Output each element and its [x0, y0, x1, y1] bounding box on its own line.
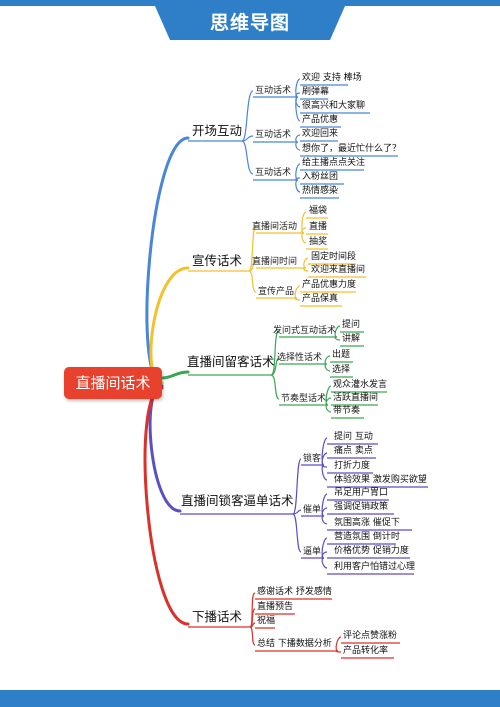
leaf-node: 想你了，最近忙什么了？ — [302, 144, 402, 154]
leaf-node: 讲解 — [342, 334, 361, 344]
sub-opening-1: 互动话术 — [255, 86, 292, 96]
leaf-node: 强调促销政策 — [334, 502, 389, 512]
leaf-node: 欢迎回来 — [302, 129, 339, 139]
leaf-node: 出题 — [332, 350, 351, 360]
sub-lock-2: 催单 — [303, 505, 322, 515]
leaf-node: 提问 — [342, 320, 361, 330]
leaf-node: 固定时间段 — [311, 252, 357, 262]
sub-lock-3: 逼单 — [303, 547, 322, 557]
leaf-node: 利用客户怕错过心理 — [334, 562, 416, 572]
branch-line-promo — [149, 266, 190, 385]
sub-offline-1: 感谢话术 抒发感情 — [257, 587, 332, 597]
branch-line-lock — [148, 384, 182, 513]
branch-lock: 直播间锁客逼单话术 — [181, 493, 294, 508]
leaf-node: 观众灌水发言 — [333, 380, 388, 390]
leaf-node: 选择 — [332, 365, 351, 375]
leaf-node: 吊足用户胃口 — [334, 488, 389, 498]
leaf-node: 产品优惠 — [302, 115, 339, 125]
leaf-node: 氛围高涨 催促下 — [334, 518, 400, 528]
leaf-node: 价格优势 促销力度 — [334, 546, 409, 556]
leaf-node: 直播 — [309, 222, 328, 232]
branch-retain: 直播间留客话术 — [187, 354, 275, 369]
branch-opening: 开场互动 — [192, 123, 243, 138]
leaf-node: 欢迎来直播间 — [311, 265, 366, 275]
leaf-node: 欢迎 支持 棒场 — [302, 73, 362, 83]
leaf-node: 给主播点点关注 — [302, 158, 366, 168]
branch-line-offline — [143, 386, 190, 626]
sub-offline-2: 直播预告 — [257, 602, 294, 612]
sub-offline-4: 总结 下播数据分析 — [257, 639, 332, 649]
leaf-node: 抽奖 — [309, 237, 328, 247]
leaf-node: 打折力度 — [334, 461, 371, 471]
sub-promo-3: 宣传产品 — [258, 287, 295, 297]
leaf-node: 产品优惠力度 — [302, 280, 357, 290]
leaf-node: 评论点赞涨粉 — [343, 631, 398, 641]
branch-offline: 下播话术 — [192, 609, 243, 624]
leaf-node: 入粉丝团 — [302, 172, 339, 182]
root-node: 直播间话术 — [64, 367, 162, 399]
sub-opening-3: 互动话术 — [255, 168, 292, 178]
leaf-node: 很高兴和大家聊 — [302, 101, 366, 111]
leaf-node: 提问 互动 — [334, 432, 373, 442]
sub-opening-2: 互动话术 — [255, 130, 292, 140]
leaf-node: 痛点 卖点 — [334, 446, 373, 456]
sub-retain-1: 发问式互动话术 — [273, 326, 337, 336]
sub-promo-2: 直播间时间 — [252, 257, 298, 267]
leaf-node: 带节奏 — [333, 406, 361, 416]
leaf-node: 产品保真 — [302, 294, 339, 304]
sub-promo-1: 直播间活动 — [252, 222, 298, 232]
sub-retain-2: 选择性话术 — [277, 353, 323, 363]
branch-line-opening — [145, 136, 190, 385]
sub-retain-3: 节奏型话术 — [281, 394, 327, 404]
leaf-node: 活跃直播间 — [333, 393, 379, 403]
sub-offline-3: 祝福 — [257, 616, 276, 626]
sub-lock-1: 锁客 — [303, 454, 322, 464]
leaf-node: 福袋 — [309, 206, 328, 216]
header-band — [0, 0, 500, 40]
header-title: 思维导图 — [209, 12, 290, 34]
branch-line-retain — [160, 370, 190, 380]
leaf-node: 产品转化率 — [343, 646, 389, 656]
leaf-node: 体验效果 激发购买欲望 — [334, 475, 427, 485]
leaf-node: 营造氛围 倒计时 — [334, 532, 400, 542]
leaf-node: 刷弹幕 — [302, 87, 330, 97]
footer-band — [0, 690, 500, 707]
branch-promo: 宣传话术 — [192, 253, 243, 268]
leaf-node: 热情感染 — [302, 186, 339, 196]
